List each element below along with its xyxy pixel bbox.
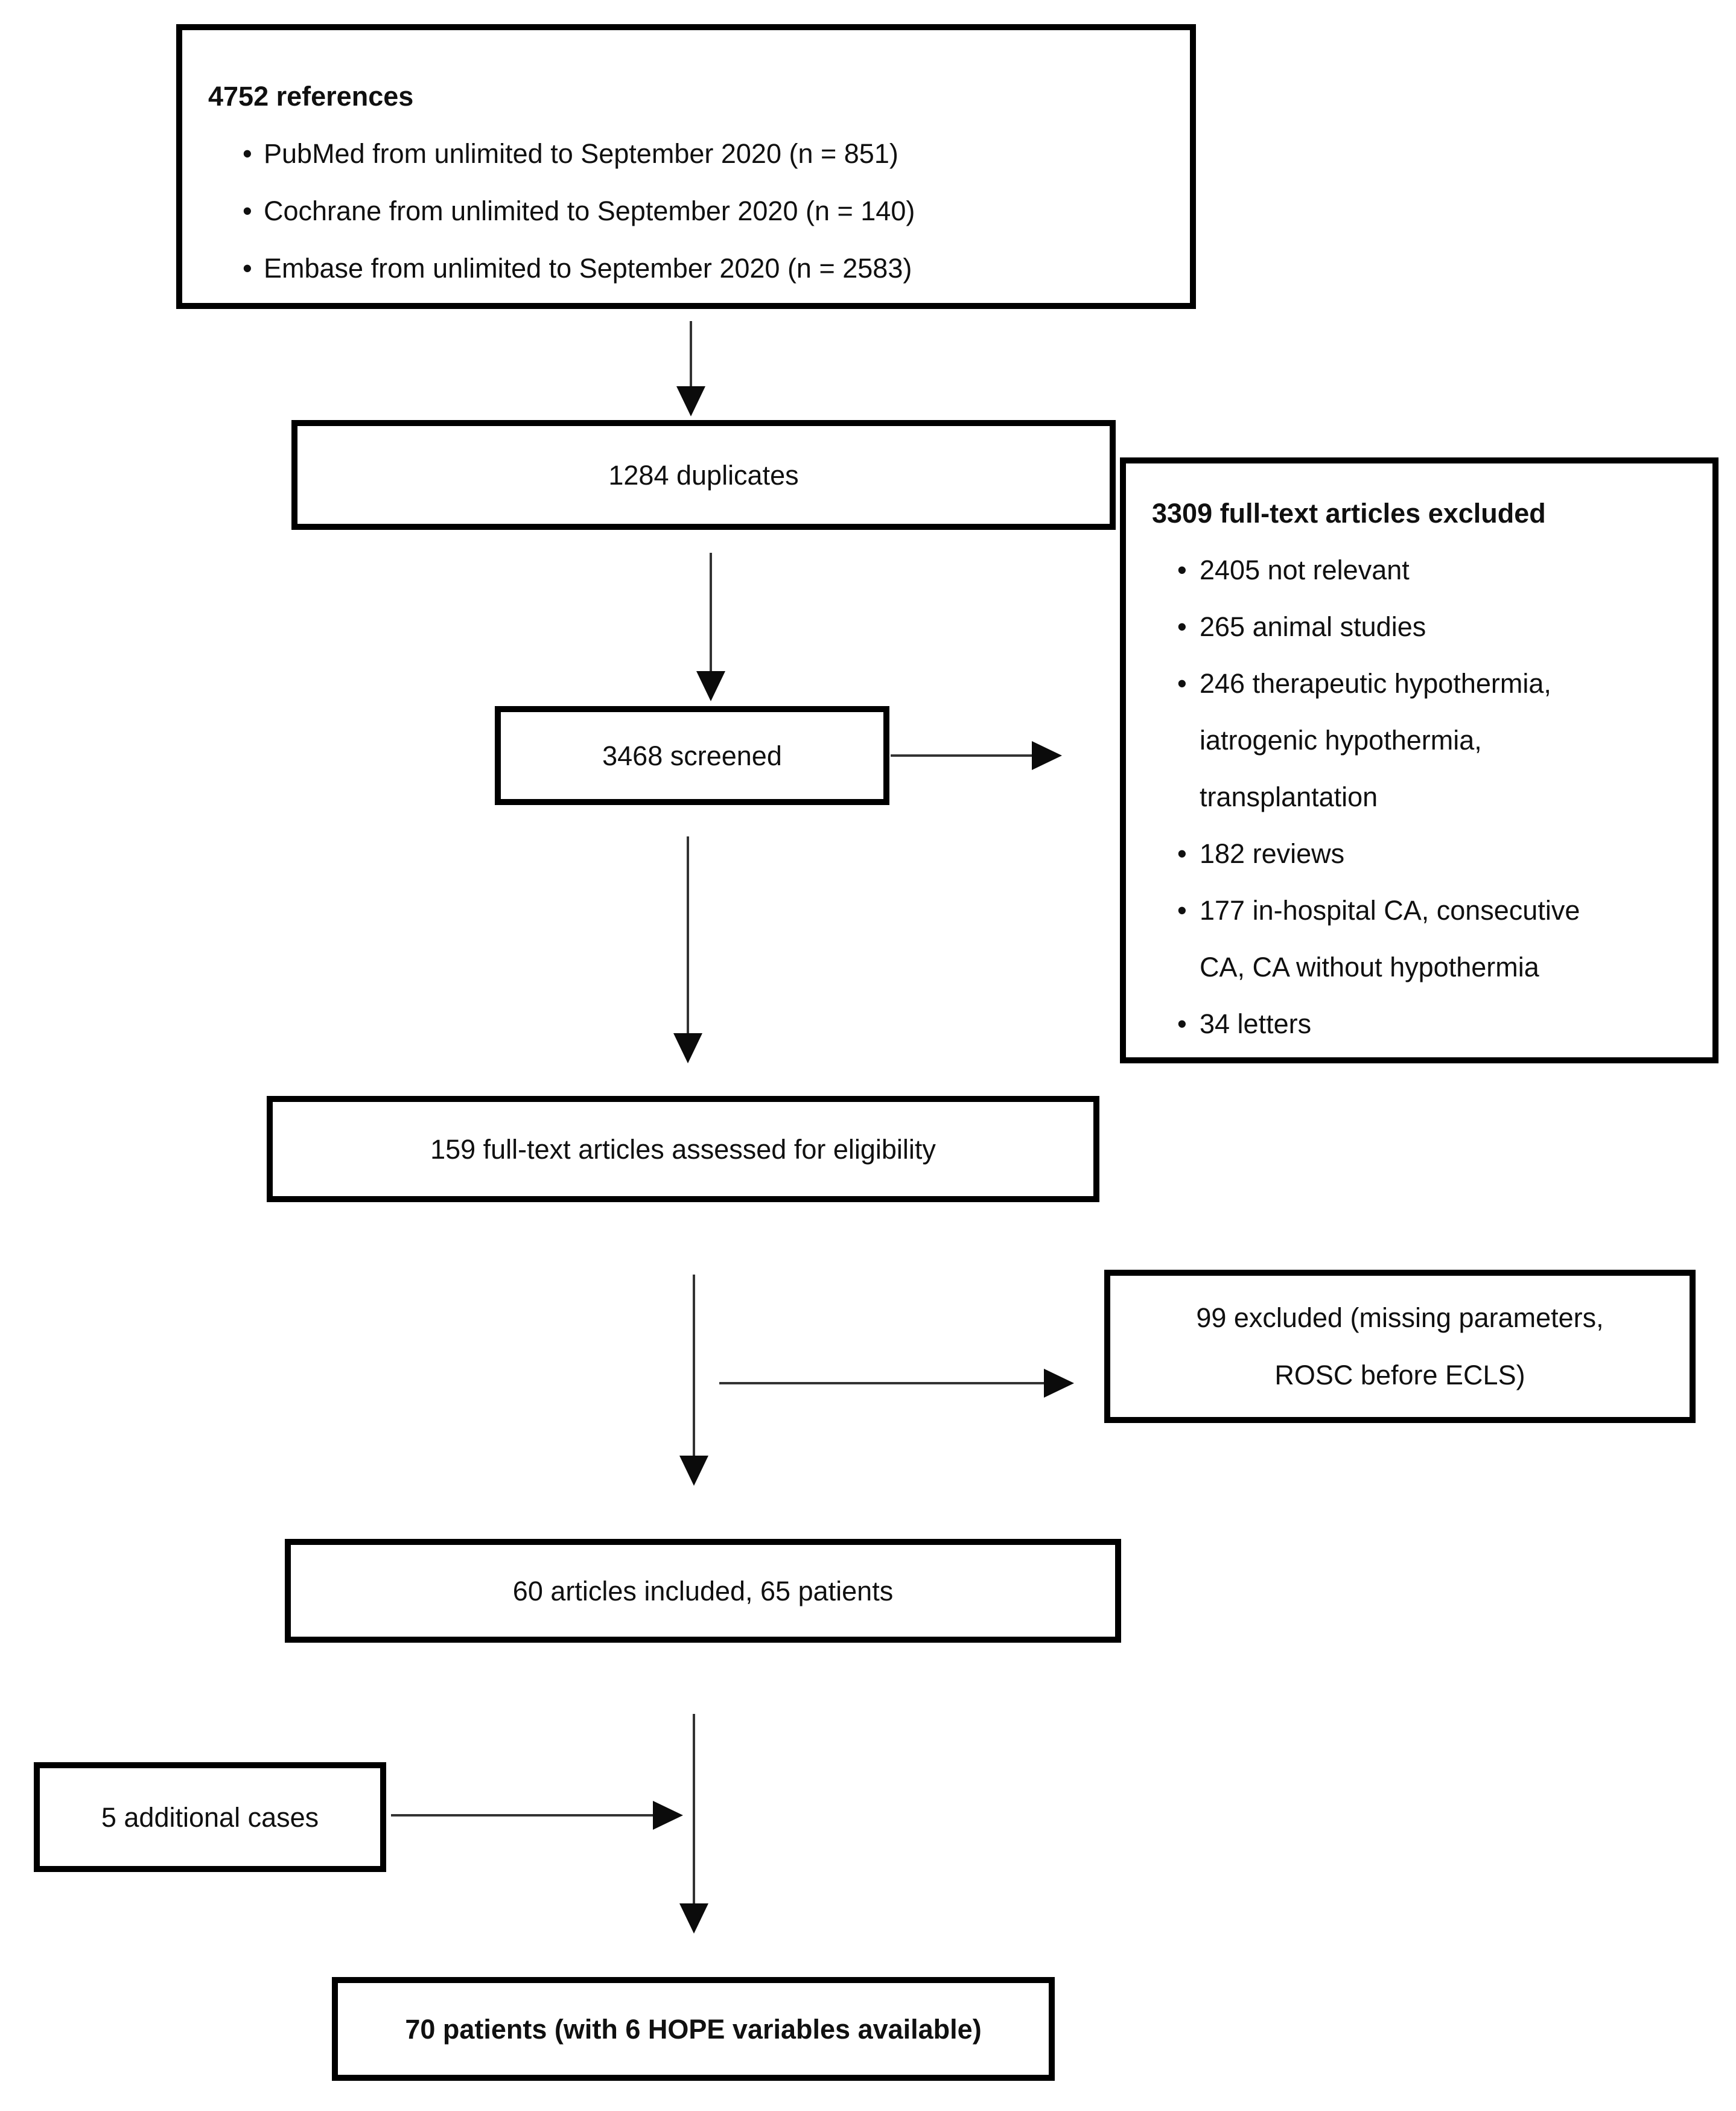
fulltext-excluded-box: 3309 full-text articles excluded 2405 no… [1120, 457, 1719, 1063]
included-box: 60 articles included, 65 patients [285, 1539, 1121, 1643]
screened-box: 3468 screened [495, 706, 889, 805]
arrow-eligibility-to-excluded99-line [719, 1382, 1045, 1384]
final-box: 70 patients (with 6 HOPE variables avail… [332, 1977, 1055, 2081]
arrow-references-to-duplicates-line [690, 321, 692, 389]
list-item: 177 in-hospital CA, consecutive CA, CA w… [1152, 882, 1619, 996]
excluded99-box-line2: ROSC before ECLS) [1274, 1360, 1525, 1390]
arrow-eligibility-to-included-line [693, 1275, 695, 1457]
duplicates-box-label: 1284 duplicates [608, 459, 799, 491]
list-item: Cochrane from unlimited to September 202… [208, 182, 1166, 240]
arrow-references-to-duplicates-head [676, 386, 705, 416]
excluded99-box: 99 excluded (missing parameters, ROSC be… [1104, 1270, 1696, 1423]
arrow-additional-cases-line [391, 1814, 654, 1816]
list-item: 246 therapeutic hypothermia, iatrogenic … [1152, 655, 1619, 826]
list-item: 34 letters [1152, 996, 1619, 1052]
arrow-included-to-final-line [693, 1714, 695, 1905]
arrow-eligibility-to-excluded99-head [1044, 1369, 1074, 1398]
duplicates-box: 1284 duplicates [291, 420, 1116, 530]
eligibility-box: 159 full-text articles assessed for elig… [267, 1096, 1099, 1202]
additional-cases-box: 5 additional cases [34, 1762, 386, 1872]
list-item: 265 animal studies [1152, 599, 1619, 655]
arrow-additional-cases-head [653, 1801, 683, 1830]
arrow-duplicates-to-screened-head [696, 671, 725, 701]
additional-cases-box-label: 5 additional cases [101, 1801, 319, 1833]
eligibility-box-label: 159 full-text articles assessed for elig… [430, 1133, 936, 1165]
references-box: 4752 references PubMed from unlimited to… [176, 24, 1196, 309]
fulltext-excluded-bullet-list: 2405 not relevant 265 animal studies 246… [1152, 542, 1688, 1052]
references-bullet-list: PubMed from unlimited to September 2020 … [208, 125, 1166, 297]
arrow-included-to-final-head [679, 1903, 708, 1934]
included-box-label: 60 articles included, 65 patients [512, 1575, 894, 1606]
list-item: 182 reviews [1152, 826, 1619, 882]
arrow-duplicates-to-screened-line [710, 553, 712, 672]
list-item: PubMed from unlimited to September 2020 … [208, 125, 1166, 182]
fulltext-excluded-box-title: 3309 full-text articles excluded [1152, 498, 1546, 529]
arrow-screened-to-eligibility-line [687, 836, 689, 1034]
references-box-title: 4752 references [208, 81, 414, 112]
excluded99-box-line1: 99 excluded (missing parameters, [1196, 1302, 1604, 1333]
arrow-eligibility-to-included-head [679, 1456, 708, 1486]
arrow-screened-to-excluded-line [891, 754, 1033, 757]
list-item: Embase from unlimited to September 2020 … [208, 240, 1166, 297]
arrow-screened-to-eligibility-head [673, 1033, 702, 1063]
list-item: 2405 not relevant [1152, 542, 1619, 599]
final-box-label: 70 patients (with 6 HOPE variables avail… [405, 2013, 982, 2045]
screened-box-label: 3468 screened [602, 740, 782, 771]
arrow-screened-to-excluded-head [1032, 741, 1062, 770]
